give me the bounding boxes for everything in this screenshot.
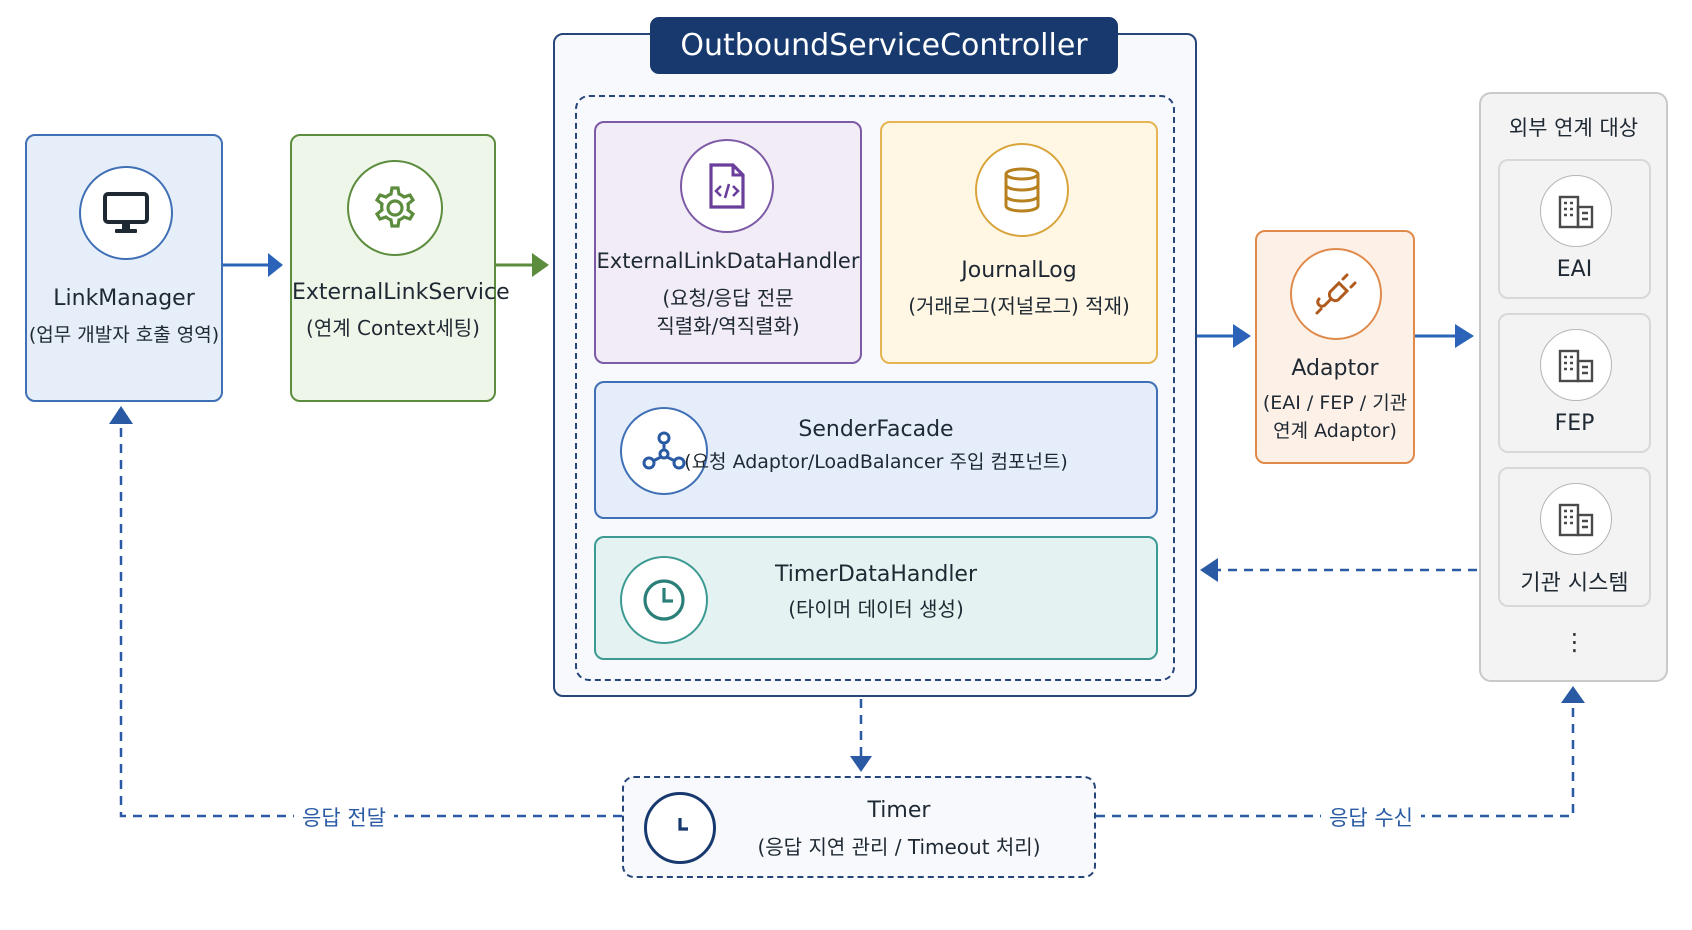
data-handler-subtitle-line2: 직렬화/역직렬화) xyxy=(656,314,800,338)
arrow-service-head xyxy=(268,253,283,277)
code-file-icon xyxy=(680,139,774,233)
journal-log-box: JournalLog (거래로그(저널로그) 적재) xyxy=(880,121,1158,364)
timer-data-handler-title: TimerDataHandler xyxy=(774,562,978,587)
timer-data-handler-subtitle: (타이머 데이터 생성) xyxy=(788,597,964,621)
arrow-controller-head xyxy=(532,253,549,277)
link-manager-box: LinkManager (업무 개발자 호출 영역) xyxy=(25,134,223,402)
database-icon xyxy=(975,143,1069,237)
link-manager-subtitle: (업무 개발자 호출 영역) xyxy=(28,324,220,346)
more-targets-ellipsis: ⋮ xyxy=(1562,628,1587,656)
dashed-linkmanager-head xyxy=(109,406,133,424)
external-link-service-subtitle: (연계 Context세팅) xyxy=(306,316,480,340)
gear-icon xyxy=(347,160,443,256)
external-target-institution-label: 기관 시스템 xyxy=(1520,571,1629,596)
dashed-controller-head xyxy=(1200,558,1218,582)
sender-facade-title: SenderFacade xyxy=(798,417,954,442)
external-link-service-box: ExternalLinkService (연계 Context세팅) xyxy=(290,134,510,402)
external-targets-title: 외부 연계 대상 xyxy=(1508,116,1639,140)
external-target-institution: 기관 시스템 xyxy=(1498,467,1651,607)
building-icon xyxy=(1540,483,1612,555)
controller-title: OutboundServiceController xyxy=(650,17,1118,74)
external-target-fep-label: FEP xyxy=(1554,411,1595,436)
clock-icon xyxy=(620,556,708,644)
arrow-targets-head xyxy=(1455,324,1474,348)
dashed-timer-to-targets xyxy=(1096,703,1575,818)
dashed-targets-up-head xyxy=(1561,686,1585,703)
plug-icon xyxy=(1290,248,1382,340)
response-deliver-label: 응답 전달 xyxy=(294,802,394,832)
journal-log-title: JournalLog xyxy=(961,258,1077,283)
data-handler-title: ExternalLinkDataHandler xyxy=(596,249,860,273)
building-icon xyxy=(1540,329,1612,401)
link-manager-title: LinkManager xyxy=(53,286,195,311)
journal-log-subtitle: (거래로그(저널로그) 적재) xyxy=(908,294,1130,318)
external-target-eai: EAI xyxy=(1498,159,1651,299)
arrow-adaptor-head xyxy=(1233,324,1251,348)
adaptor-box: Adaptor (EAI / FEP / 기관 연계 Adaptor) xyxy=(1255,230,1415,464)
dashed-timer-to-linkmanager xyxy=(119,425,622,818)
external-target-eai-label: EAI xyxy=(1556,257,1593,282)
timer-data-handler-box: TimerDataHandler (타이머 데이터 생성) xyxy=(594,536,1158,660)
timer-subtitle: (응답 지연 관리 / Timeout 처리) xyxy=(757,835,1041,859)
external-target-fep: FEP xyxy=(1498,313,1651,453)
adaptor-subtitle-line1: (EAI / FEP / 기관 xyxy=(1262,392,1408,414)
monitor-icon xyxy=(79,166,173,260)
adaptor-title: Adaptor xyxy=(1291,356,1379,381)
response-receive-label: 응답 수신 xyxy=(1321,802,1421,832)
sender-facade-box: SenderFacade (요청 Adaptor/LoadBalancer 주입… xyxy=(594,381,1158,519)
timer-box: Timer (응답 지연 관리 / Timeout 처리) xyxy=(622,776,1096,878)
building-icon xyxy=(1540,175,1612,247)
external-link-data-handler-box: ExternalLinkDataHandler (요청/응답 전문 직렬화/역직… xyxy=(594,121,862,364)
clock-icon xyxy=(644,792,716,864)
controller-inner-group xyxy=(575,95,1175,681)
data-handler-subtitle-line1: (요청/응답 전문 xyxy=(662,286,794,310)
dashed-timer-head xyxy=(850,756,872,772)
timer-title: Timer xyxy=(867,798,931,823)
external-link-service-title: ExternalLinkService xyxy=(292,280,510,305)
sender-facade-subtitle: (요청 Adaptor/LoadBalancer 주입 컴포넌트) xyxy=(684,451,1068,473)
adaptor-subtitle-line2: 연계 Adaptor) xyxy=(1273,420,1397,442)
network-hub-icon xyxy=(620,407,708,495)
